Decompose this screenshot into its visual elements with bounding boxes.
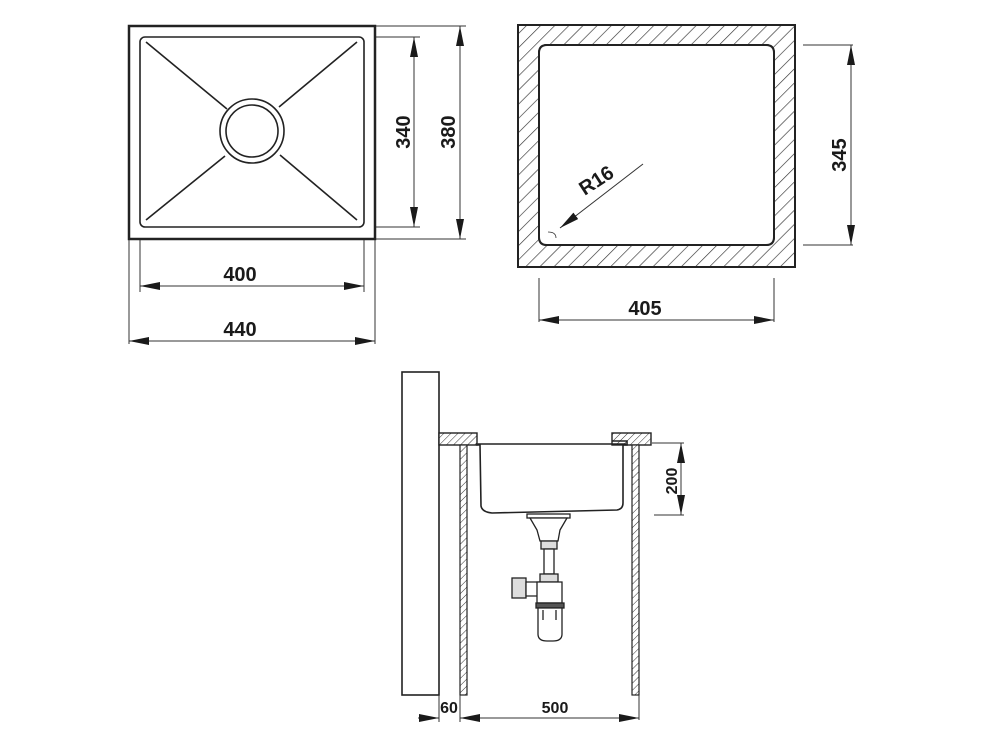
cutout-view: R16 345 405 [517, 24, 855, 324]
dim-cabinet-width: 500 [542, 700, 569, 717]
sink-outer-rim [127, 24, 377, 241]
radius-leader [559, 163, 644, 229]
dim-outer-width: 440 [223, 319, 256, 341]
sink-bowl [139, 36, 365, 228]
sink-bowl-section [476, 440, 628, 514]
dim-sink-depth: 200 [664, 468, 681, 495]
dim-inner-width: 400 [223, 264, 256, 286]
dim-outer-height: 380 [438, 115, 460, 148]
drain-trap-icon [511, 513, 571, 642]
countertop-right [611, 432, 652, 446]
dim-wall-gap: 60 [440, 700, 458, 717]
cabinet-panel-left [459, 444, 468, 696]
wall [401, 371, 440, 696]
cabinet-panel-right [631, 444, 640, 696]
dim-cutout-width: 405 [628, 298, 661, 320]
section-view: 200 60 500 [401, 371, 685, 722]
dim-inner-height: 340 [393, 115, 415, 148]
dim-cutout-height: 345 [829, 138, 851, 171]
drain-icon [219, 98, 285, 164]
top-view: 400 440 340 380 [127, 24, 466, 345]
bowl-slope-lines [145, 41, 358, 221]
countertop-left [438, 432, 478, 446]
